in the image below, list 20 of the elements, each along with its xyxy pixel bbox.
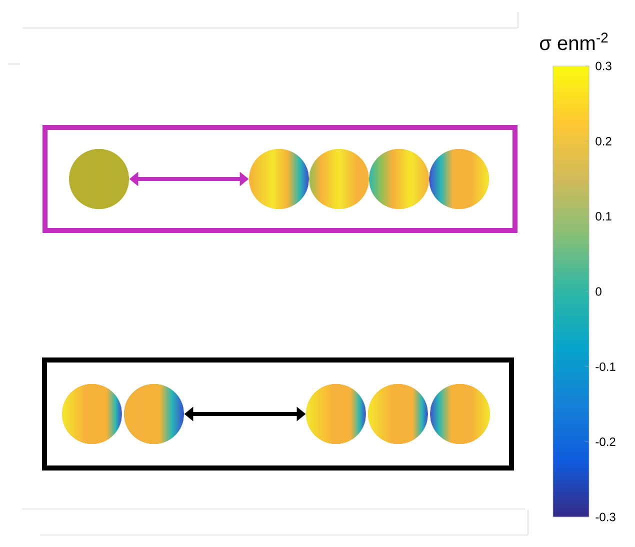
- sphere: [306, 384, 366, 444]
- sphere: [62, 384, 122, 444]
- frame-box: [42, 358, 514, 470]
- tick-label: 0: [596, 287, 602, 296]
- colorbar-title: σ enm$^{-2}$: [540, 32, 608, 50]
- sphere: [309, 149, 369, 209]
- sphere: [429, 149, 489, 209]
- sphere: [369, 149, 429, 209]
- sphere: [430, 384, 490, 444]
- tick-label: 0.3: [596, 62, 612, 70]
- tick-label: -0.2: [596, 438, 616, 446]
- sphere: [124, 384, 184, 444]
- tick-label: 0.1: [596, 212, 612, 221]
- tick-label: 0.2: [596, 136, 612, 146]
- tick-label: -0.1: [596, 362, 616, 371]
- frame-box: [42, 125, 518, 233]
- sphere: [368, 384, 428, 444]
- tick-label: -0.3: [596, 512, 616, 522]
- sphere: [249, 149, 309, 209]
- sphere: [69, 149, 129, 209]
